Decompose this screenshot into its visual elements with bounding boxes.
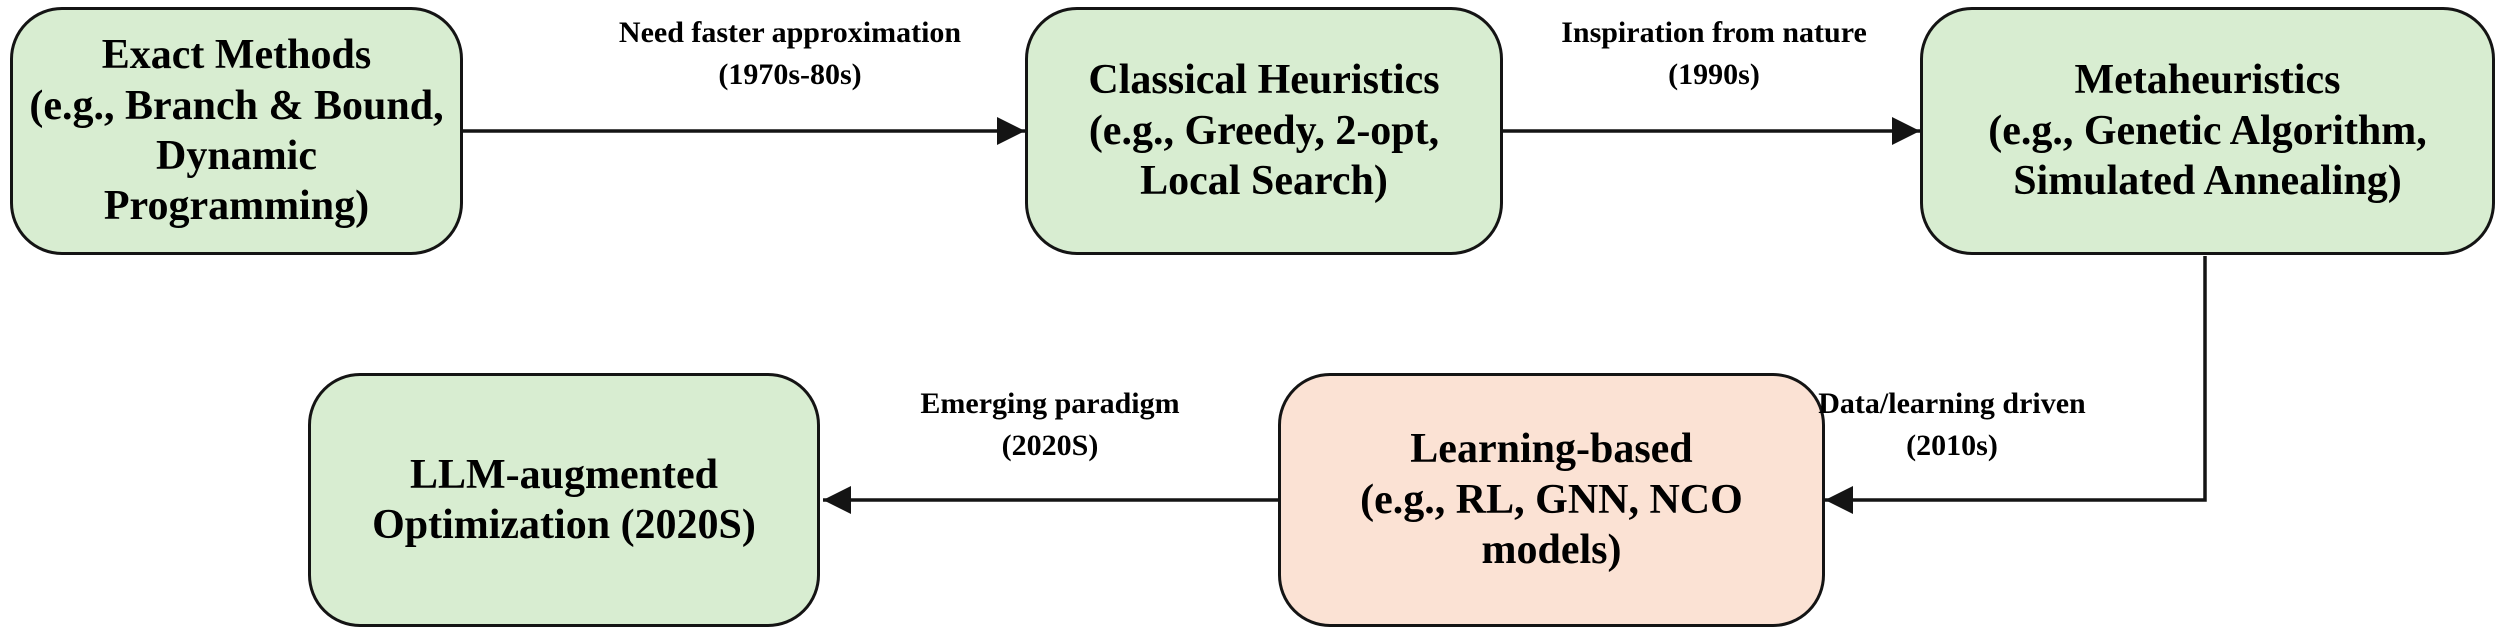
box-exact-methods-label: Exact Methods (e.g., Branch & Bound, Dyn… bbox=[29, 32, 444, 230]
box-exact-methods: Exact Methods (e.g., Branch & Bound, Dyn… bbox=[10, 7, 463, 255]
edge-label-exact-to-classical: Need faster approximation (1970s-80s) bbox=[618, 16, 962, 91]
box-learning-based: Learning-based (e.g., RL, GNN, NCO model… bbox=[1278, 373, 1825, 627]
box-llm-augmented-label: LLM-augmented Optimization (2020S) bbox=[372, 451, 756, 548]
edge-label-meta-to-learning: Data/learning driven (2010s) bbox=[1818, 387, 2086, 462]
box-classical-heuristics-label: Classical Heuristics (e.g., Greedy, 2-op… bbox=[1088, 57, 1440, 205]
edge-label-classical-to-meta: Inspiration from nature (1990s) bbox=[1561, 16, 1867, 91]
box-classical-heuristics: Classical Heuristics (e.g., Greedy, 2-op… bbox=[1025, 7, 1503, 255]
edge-label-learning-to-llm: Emerging paradigm (2020S) bbox=[920, 387, 1180, 462]
box-learning-based-label: Learning-based (e.g., RL, GNN, NCO model… bbox=[1360, 426, 1743, 574]
box-metaheuristics: Metaheuristics (e.g., Genetic Algorithm,… bbox=[1920, 7, 2495, 255]
box-metaheuristics-label: Metaheuristics (e.g., Genetic Algorithm,… bbox=[1988, 57, 2427, 205]
box-llm-augmented: LLM-augmented Optimization (2020S) bbox=[308, 373, 820, 627]
